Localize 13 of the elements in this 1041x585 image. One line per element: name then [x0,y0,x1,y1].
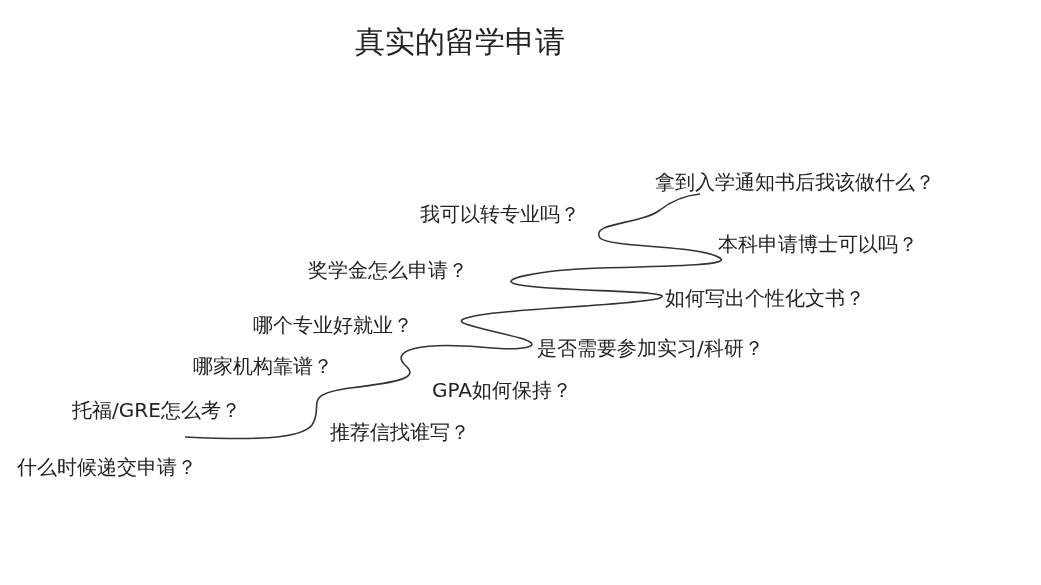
question-text: 什么时候递交申请？ [17,454,197,481]
question-text: 是否需要参加实习/科研？ [537,335,764,362]
question-text: 奖学金怎么申请？ [308,257,468,284]
question-text: 拿到入学通知书后我该做什么？ [655,169,935,196]
question-text: 我可以转专业吗？ [420,201,580,228]
question-text: 哪个专业好就业？ [253,312,413,339]
title: 真实的留学申请 [355,23,565,61]
question-text: GPA如何保持？ [432,377,572,404]
question-text: 哪家机构靠谱？ [193,353,333,380]
question-text: 如何写出个性化文书？ [665,285,865,312]
question-text: 托福/GRE怎么考？ [72,397,241,424]
question-text: 推荐信找谁写？ [330,419,470,446]
question-text: 本科申请博士可以吗？ [718,231,918,258]
